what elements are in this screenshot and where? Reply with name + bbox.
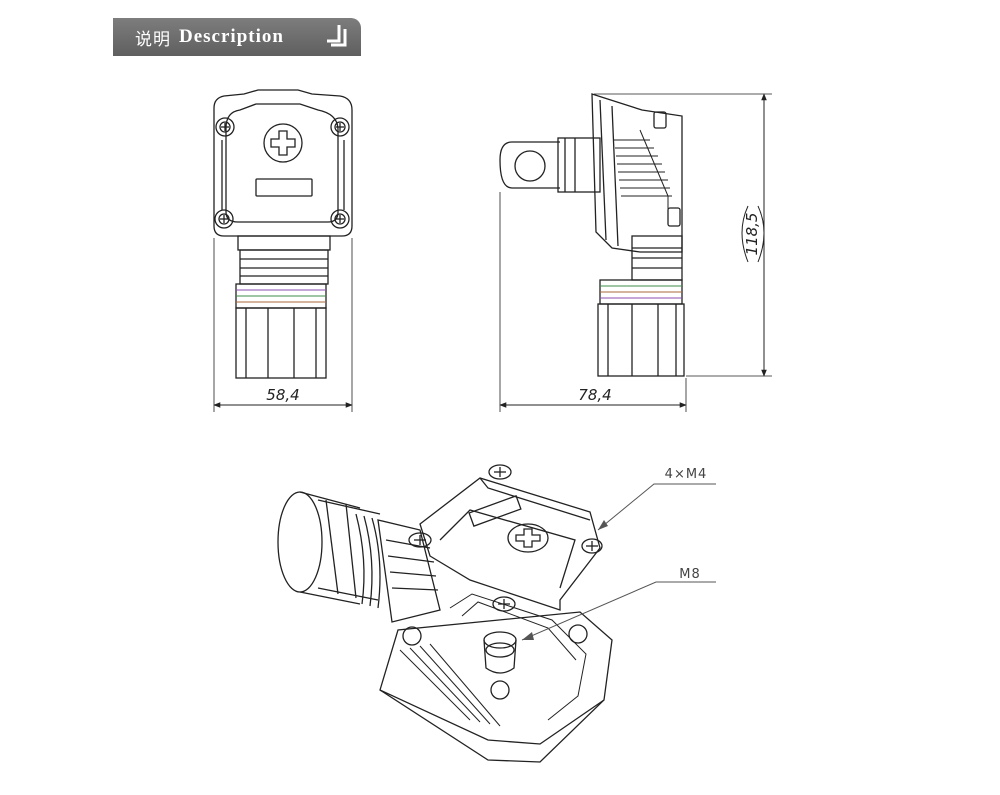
iso-screw-right	[581, 538, 603, 554]
header-title-en: Description	[179, 26, 284, 47]
iso-cross-mark	[507, 523, 549, 553]
iso-label-window	[468, 495, 522, 527]
callout-screw-label: 4×M4	[665, 467, 708, 482]
side-width-label: 78,4	[578, 386, 611, 404]
height-label: 118,5	[743, 213, 761, 256]
iso-screw-top	[488, 464, 512, 480]
front-label-window	[255, 178, 313, 197]
front-width-label: 58,4	[266, 386, 299, 404]
front-screw-tr	[330, 117, 350, 137]
front-screw-tl	[215, 117, 235, 137]
callout-bolt-label: M8	[679, 567, 701, 582]
callout-bolt: M8	[521, 567, 716, 641]
front-view	[213, 89, 353, 412]
iso-screw-left	[408, 532, 432, 548]
isometric-view	[277, 464, 613, 763]
front-screw-br	[330, 209, 350, 229]
front-screw-bl	[214, 209, 234, 229]
iso-m8-terminal	[483, 631, 517, 674]
corner-arrow-icon	[327, 25, 347, 47]
header-title-cn: 说明	[135, 29, 171, 50]
callout-screw: 4×M4	[597, 467, 716, 531]
side-view	[499, 93, 772, 412]
front-cross-mark	[263, 123, 303, 163]
side-screw-bottom	[667, 207, 681, 227]
side-fins	[614, 129, 672, 212]
side-screw-top	[653, 111, 667, 129]
section-header: 说明 Description	[113, 18, 361, 56]
